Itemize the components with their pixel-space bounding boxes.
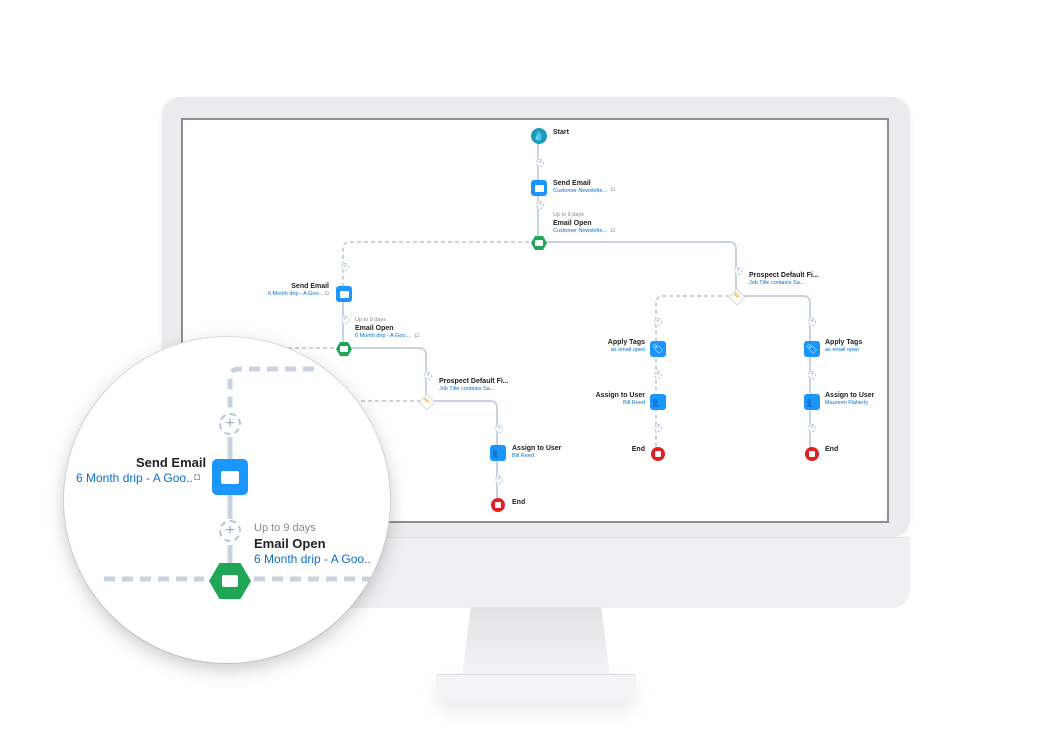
end-a-label: End: [631, 446, 645, 453]
envelope-icon: [222, 575, 238, 587]
prospect-left-title: Prospect Default Fi...: [439, 378, 509, 385]
add-step-plus-icon[interactable]: +: [341, 316, 349, 324]
assign-left-subtitle: Bill Reed: [512, 453, 535, 459]
camera-icon[interactable]: ◘: [194, 472, 201, 483]
add-step-plus-icon[interactable]: +: [808, 318, 816, 326]
envelope-icon: [535, 240, 543, 246]
end-left-label: End: [512, 499, 526, 506]
zoom-connectors: [104, 366, 390, 582]
email-open-left-title: Email Open: [355, 325, 394, 332]
zoom-email-open-branch-node[interactable]: [209, 563, 251, 599]
apply-tags-b-subtitle: as email open: [825, 347, 860, 353]
monitor-stand-neck: [462, 607, 610, 677]
add-step-plus-icon[interactable]: +: [808, 371, 816, 379]
assign-left-title: Assign to User: [512, 445, 562, 452]
drop-icon: 💧: [533, 130, 545, 141]
add-step-plus-icon[interactable]: +: [808, 424, 816, 432]
user-icon: 👥: [492, 447, 504, 458]
email-open-left-delay: Up to 9 days: [355, 317, 386, 323]
envelope-icon: [534, 184, 544, 192]
pencil-icon: ✎: [423, 396, 431, 406]
assign-b-title: Assign to User: [825, 392, 875, 399]
assign-b-node[interactable]: 👥: [804, 394, 820, 410]
plus-icon[interactable]: +: [219, 520, 241, 542]
email-open-subtitle: Customer Newslette...: [553, 228, 608, 234]
zoom-send-email-node[interactable]: [212, 459, 248, 495]
zoom-email-open-delay: Up to 9 days: [254, 522, 316, 534]
prospect-right-subtitle: Job Title contains Sa...: [749, 280, 805, 286]
assign-a-title: Assign to User: [595, 392, 645, 399]
plus-icon[interactable]: +: [219, 413, 241, 435]
assign-a-node[interactable]: 👥: [650, 394, 666, 410]
zoom-magnifier: + Send Email 6 Month drip - A Goo.. ◘ + …: [64, 337, 390, 663]
add-step-plus-icon[interactable]: +: [536, 159, 544, 167]
add-step-plus-icon[interactable]: +: [341, 263, 349, 271]
camera-icon[interactable]: ◘: [325, 291, 329, 297]
camera-icon[interactable]: ◘: [611, 187, 615, 193]
end-b-label: End: [825, 446, 839, 453]
send-email-subtitle: Customer Newslette...: [553, 188, 608, 194]
flow-canvas: 💧 Start + Send Email Customer Newslette.…: [181, 118, 889, 523]
email-open-left-subtitle: 6 Month drip - A Goo...: [355, 333, 411, 339]
apply-tags-b-title: Apply Tags: [825, 339, 863, 346]
envelope-icon: [340, 346, 348, 352]
add-step-plus-icon[interactable]: +: [495, 476, 503, 484]
apply-tags-b-node[interactable]: 🏷: [804, 341, 820, 357]
envelope-icon: [339, 290, 349, 298]
add-step-plus-icon[interactable]: +: [495, 425, 503, 433]
end-b-node[interactable]: [805, 447, 819, 461]
camera-icon[interactable]: ◘: [611, 228, 615, 234]
add-step-plus-icon[interactable]: +: [536, 201, 544, 209]
envelope-icon: [221, 470, 239, 484]
user-icon: 👥: [652, 396, 664, 407]
start-node[interactable]: 💧: [531, 128, 547, 144]
start-label: Start: [553, 129, 569, 136]
prospect-right-title: Prospect Default Fi...: [749, 272, 819, 279]
email-open-branch-node[interactable]: [531, 236, 547, 250]
assign-user-left-node[interactable]: 👥: [490, 445, 506, 461]
add-step-plus-icon[interactable]: +: [654, 318, 662, 326]
email-open-delay: Up to 9 days: [553, 212, 584, 218]
send-email-left-subtitle: 6 Month drip - A Goo...: [267, 291, 323, 297]
zoom-email-open-title: Email Open: [254, 536, 326, 551]
add-step-plus-icon[interactable]: +: [734, 267, 742, 275]
assign-b-subtitle: Maureen Flaherty: [825, 400, 869, 406]
send-email-left-node[interactable]: [336, 286, 352, 302]
end-a-node[interactable]: [651, 447, 665, 461]
apply-tags-a-node[interactable]: 🏷: [650, 341, 666, 357]
send-email-left-title: Send Email: [291, 283, 329, 290]
prospect-left-subtitle: Job Title contains Sa...: [439, 386, 495, 392]
apply-tags-a-title: Apply Tags: [607, 339, 645, 346]
add-step-plus-icon[interactable]: +: [424, 372, 432, 380]
email-open-left-branch-node[interactable]: [336, 342, 352, 356]
email-open-title: Email Open: [553, 220, 592, 227]
apply-tags-a-subtitle: as email open: [610, 347, 645, 353]
tag-icon: 🏷: [806, 343, 818, 354]
end-left-node[interactable]: [491, 498, 505, 512]
zoom-email-open-subtitle: 6 Month drip - A Goo..: [254, 552, 371, 566]
add-step-plus-icon[interactable]: +: [654, 371, 662, 379]
send-email-title: Send Email: [553, 180, 591, 187]
assign-a-subtitle: Bill Reed: [622, 400, 645, 406]
add-step-plus-icon[interactable]: +: [654, 424, 662, 432]
zoom-send-email-title: Send Email: [136, 455, 207, 470]
send-email-node[interactable]: [531, 180, 547, 196]
user-icon: 👥: [806, 396, 818, 407]
zoom-send-email-subtitle: 6 Month drip - A Goo..: [76, 471, 193, 485]
camera-icon[interactable]: ◘: [415, 333, 419, 339]
monitor-stand-base: [436, 674, 636, 701]
pencil-icon: ✎: [733, 291, 741, 301]
tag-icon: 🏷: [652, 343, 664, 354]
